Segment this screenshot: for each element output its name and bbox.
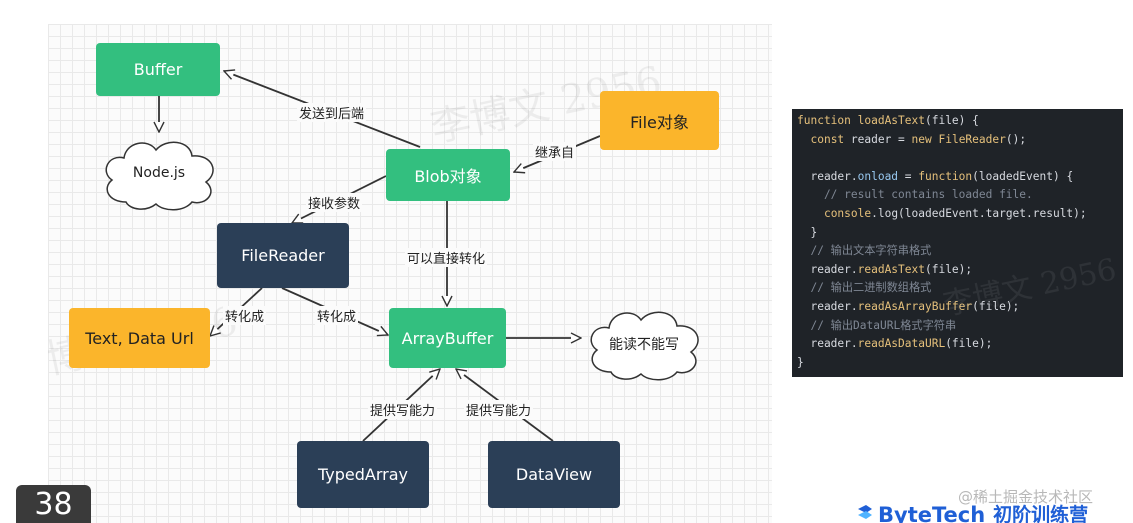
brand-sub: 初阶训练营 [993, 504, 1089, 523]
code-token: (file); [945, 337, 993, 351]
readonly-label: 能读不能写 [609, 337, 679, 353]
brand-name: ByteTech [878, 503, 986, 523]
code-token [797, 133, 810, 146]
concept-diagram: 李博文 2956 李博文 2956 Buffer Node.js Blob对象 … [48, 24, 772, 523]
code-token [797, 207, 824, 220]
code-line: const reader = new FileReader(); [797, 131, 1118, 150]
code-token: reader. [797, 169, 858, 183]
code-line: reader.onload = function(loadedEvent) { [797, 168, 1118, 187]
label-inherits-from: 继承自 [533, 142, 577, 161]
code-line: reader.readAsDataURL(file); [797, 335, 1118, 354]
code-token: reader. [797, 262, 858, 276]
code-line: // 输出DataURL格式字符串 [797, 318, 957, 332]
code-token: console [823, 206, 872, 220]
code-line: } [797, 355, 804, 369]
code-token: reader = [850, 132, 912, 146]
code-token: (file); [924, 262, 973, 276]
code-token: = [898, 169, 919, 183]
code-token: const [810, 132, 851, 146]
code-line: // 输出文本字符串格式 [797, 244, 932, 258]
code-token: FileReader [938, 132, 1006, 146]
code-token: reader. [797, 337, 858, 351]
code-line: } [797, 225, 818, 239]
node-text-data-url: Text, Data Url [69, 308, 210, 368]
node-file: File对象 [600, 91, 719, 150]
code-token: .log(loadedEvent.target.result); [871, 206, 1087, 220]
label-send-to-backend: 发送到后端 [297, 103, 367, 122]
node-arraybuffer: ArrayBuffer [389, 308, 506, 368]
code-line: reader.readAsText(file); [797, 261, 1118, 280]
page-number-badge: 38 [16, 485, 91, 523]
code-token: readAsArrayBuffer [857, 299, 973, 313]
code-token: readAsText [857, 262, 925, 276]
code-line: function loadAsText(file) { [797, 112, 1118, 131]
node-dataview: DataView [488, 441, 620, 508]
label-direct-convert: 可以直接转化 [405, 248, 488, 267]
label-convert-to-right: 转化成 [315, 306, 359, 325]
cloud-icon [105, 141, 214, 211]
code-token: (loadedEvent) { [972, 169, 1074, 183]
node-readonly: 能读不能写 [581, 304, 707, 384]
code-token: function [918, 169, 973, 183]
code-token: (); [1005, 132, 1027, 146]
label-accepts-param: 接收参数 [306, 193, 363, 212]
code-token: readAsDataURL [857, 337, 946, 351]
code-line: // 输出二进制数组格式 [797, 281, 932, 295]
code-token: onload [857, 169, 899, 183]
bytetech-mark-icon [858, 505, 872, 519]
credit-text: @稀土掘金技术社区 [958, 488, 1094, 506]
code-line: console.log(loadedEvent.target.result); [797, 205, 1118, 224]
cloud-icon [590, 311, 699, 381]
code-token: reader. [797, 299, 858, 313]
node-filereader: FileReader [217, 223, 349, 288]
nodejs-label: Node.js [132, 165, 186, 181]
code-token: (file); [972, 299, 1020, 313]
node-nodejs: Node.js [96, 132, 222, 214]
node-buffer: Buffer [96, 43, 220, 96]
code-token: function [797, 114, 858, 127]
code-token: (file) { [924, 114, 979, 127]
label-provides-write-right: 提供写能力 [464, 400, 534, 419]
node-blob: Blob对象 [386, 149, 510, 201]
bytetech-logo: ByteTech 初阶训练营 [856, 503, 1088, 523]
code-token: loadAsText [857, 114, 925, 127]
code-token: new [911, 132, 939, 146]
label-provides-write-left: 提供写能力 [368, 400, 438, 419]
code-line: reader.readAsArrayBuffer(file); [797, 298, 1118, 317]
code-line: // result contains loaded file. [797, 188, 1033, 202]
label-convert-to-left: 转化成 [223, 306, 267, 325]
code-line [797, 149, 1118, 168]
node-typedarray: TypedArray [297, 441, 429, 508]
